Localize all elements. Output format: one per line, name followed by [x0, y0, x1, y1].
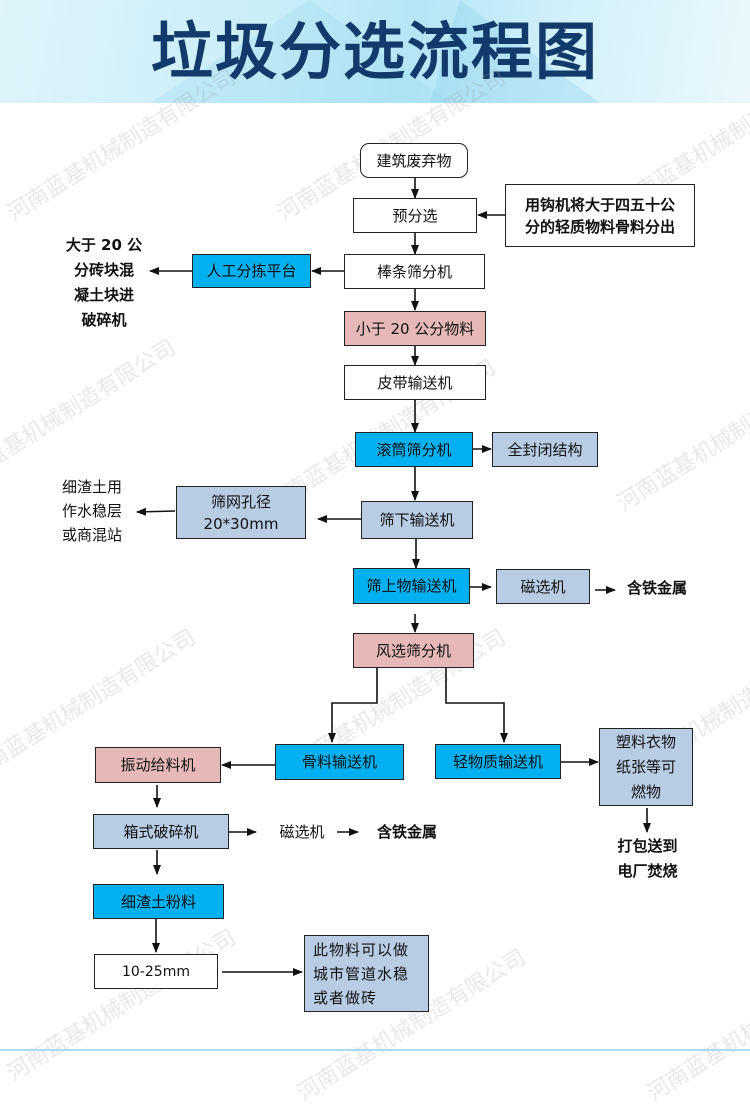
- text-line: 作水稳层: [62, 502, 123, 520]
- text-line: 凝土块进: [73, 286, 134, 304]
- note-line: 分的轻质物料骨料分出: [524, 217, 675, 236]
- node-vibrating-feeder: 振动给料机: [95, 747, 221, 783]
- node-fine-powder: 细渣土粉料: [93, 884, 224, 919]
- node-magnetic-separator: 磁选机: [496, 569, 590, 604]
- node-mesh-aperture: 筛网孔径 20*30mm: [176, 486, 306, 539]
- bottom-border: [0, 1049, 750, 1051]
- text-line: 分砖块混: [73, 261, 134, 279]
- text-line: 此物料可以做: [313, 940, 410, 959]
- header-banner: 垃圾分选流程图: [0, 0, 750, 103]
- node-material-use: 此物料可以做 城市管道水稳 或者做砖: [304, 935, 429, 1012]
- text-ferrous-metal-2: 含铁金属: [376, 823, 437, 841]
- node-bar-screen: 棒条筛分机: [344, 254, 485, 289]
- text-line: 大于 20 公: [65, 236, 143, 254]
- node-under-20cm: 小于 20 公分物料: [344, 311, 486, 346]
- note-line: 用钩机将大于四五十公: [524, 195, 675, 214]
- text-line: 燃物: [630, 782, 661, 801]
- text-line: 破碎机: [81, 311, 127, 329]
- text-fine-soil-use: 细渣土用 作水稳层 或商混站: [62, 475, 144, 547]
- node-fully-enclosed: 全封闭结构: [492, 432, 598, 467]
- text-line: 塑料衣物: [615, 732, 676, 751]
- node-pre-sorting: 预分选: [353, 198, 477, 233]
- node-aggregate-conveyor: 骨料输送机: [275, 744, 404, 780]
- node-belt-conveyor: 皮带输送机: [344, 365, 486, 400]
- text-magnetic-separator: 磁选机: [279, 823, 325, 841]
- node-size-range: 10-25mm: [94, 954, 218, 989]
- node-manual-sorting-platform: 人工分拣平台: [192, 254, 311, 288]
- text-line: 或商混站: [62, 526, 123, 544]
- node-undersize-conveyor: 筛下输送机: [361, 501, 473, 539]
- node-air-screen: 风选筛分机: [353, 633, 474, 668]
- text-large-to-crusher: 大于 20 公 分砖块混 凝土块进 破碎机: [56, 233, 152, 333]
- node-combustibles: 塑料衣物 纸张等可 燃物: [599, 728, 693, 806]
- text-line: 或者做砖: [313, 988, 378, 1007]
- arrow: [328, 668, 378, 743]
- text-line: 城市管道水稳: [313, 964, 410, 983]
- banner-decoration: [150, 0, 450, 103]
- banner-decoration: [430, 0, 600, 103]
- text-bale-to-power-plant: 打包送到 电厂焚烧: [605, 834, 690, 884]
- node-construction-waste: 建筑废弃物: [360, 143, 468, 178]
- text-line: 打包送到: [617, 837, 678, 855]
- text-line: 纸张等可: [615, 757, 676, 776]
- text-line: 筛网孔径: [210, 492, 271, 511]
- node-drum-screen: 滚筒筛分机: [355, 432, 473, 467]
- node-box-crusher: 箱式破碎机: [93, 814, 229, 849]
- arrow: [445, 668, 508, 743]
- page-title: 垃圾分选流程图: [150, 15, 599, 88]
- text-line: 细渣土用: [62, 478, 123, 496]
- node-hook-note: 用钩机将大于四五十公 分的轻质物料骨料分出: [505, 184, 695, 247]
- text-line: 20*30mm: [203, 514, 279, 533]
- text-ferrous-metal: 含铁金属: [626, 579, 687, 597]
- connector-lines: [136, 177, 651, 976]
- node-oversize-conveyor: 筛上物输送机: [353, 568, 470, 604]
- node-light-material-conveyor: 轻物质输送机: [435, 744, 561, 779]
- arrow: [136, 507, 176, 516]
- text-line: 电厂焚烧: [617, 862, 678, 880]
